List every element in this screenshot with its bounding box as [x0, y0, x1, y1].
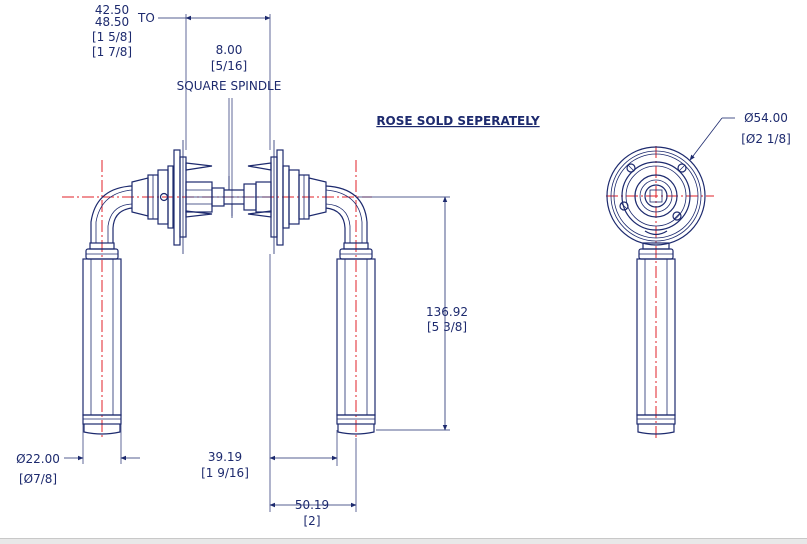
dimension-lines: [64, 14, 735, 512]
projection-b-value: 50.19: [295, 498, 329, 512]
front-view: [606, 146, 706, 435]
drop-imperial: [5 3/8]: [427, 320, 467, 334]
projection-a-imperial: [1 9/16]: [201, 466, 249, 480]
spindle-imperial: [5/16]: [211, 59, 247, 73]
square-spindle: [186, 189, 270, 205]
dimension-labels: 42.50 48.50 [1 5/8] [1 7/8] TO 8.00 [5/1…: [16, 3, 791, 528]
left-mechanism: [167, 140, 225, 254]
setback-to: TO: [137, 11, 155, 25]
spindle-value: 8.00: [216, 43, 243, 57]
centerlines: [62, 146, 714, 438]
setback-line3: [1 5/8]: [92, 30, 132, 44]
setback-line1: 42.50: [95, 3, 129, 17]
setback-line4: [1 7/8]: [92, 45, 132, 59]
right-lever: [288, 169, 376, 435]
spindle-label: SQUARE SPINDLE: [177, 79, 282, 93]
setback-line2: 48.50: [95, 15, 129, 29]
rose-diameter-imperial: [Ø2 1/8]: [741, 132, 791, 146]
rose-diameter-value: Ø54.00: [744, 111, 788, 125]
rose-note: ROSE SOLD SEPERATELY: [376, 114, 540, 128]
drop-value: 136.92: [426, 305, 468, 319]
left-lever: [82, 169, 169, 435]
projection-a-value: 39.19: [208, 450, 242, 464]
projection-b-imperial: [2]: [304, 514, 321, 528]
window-bottom-edge: [0, 538, 807, 544]
grip-diameter-imperial: [Ø7/8]: [19, 472, 57, 486]
grip-diameter-value: Ø22.00: [16, 452, 60, 466]
